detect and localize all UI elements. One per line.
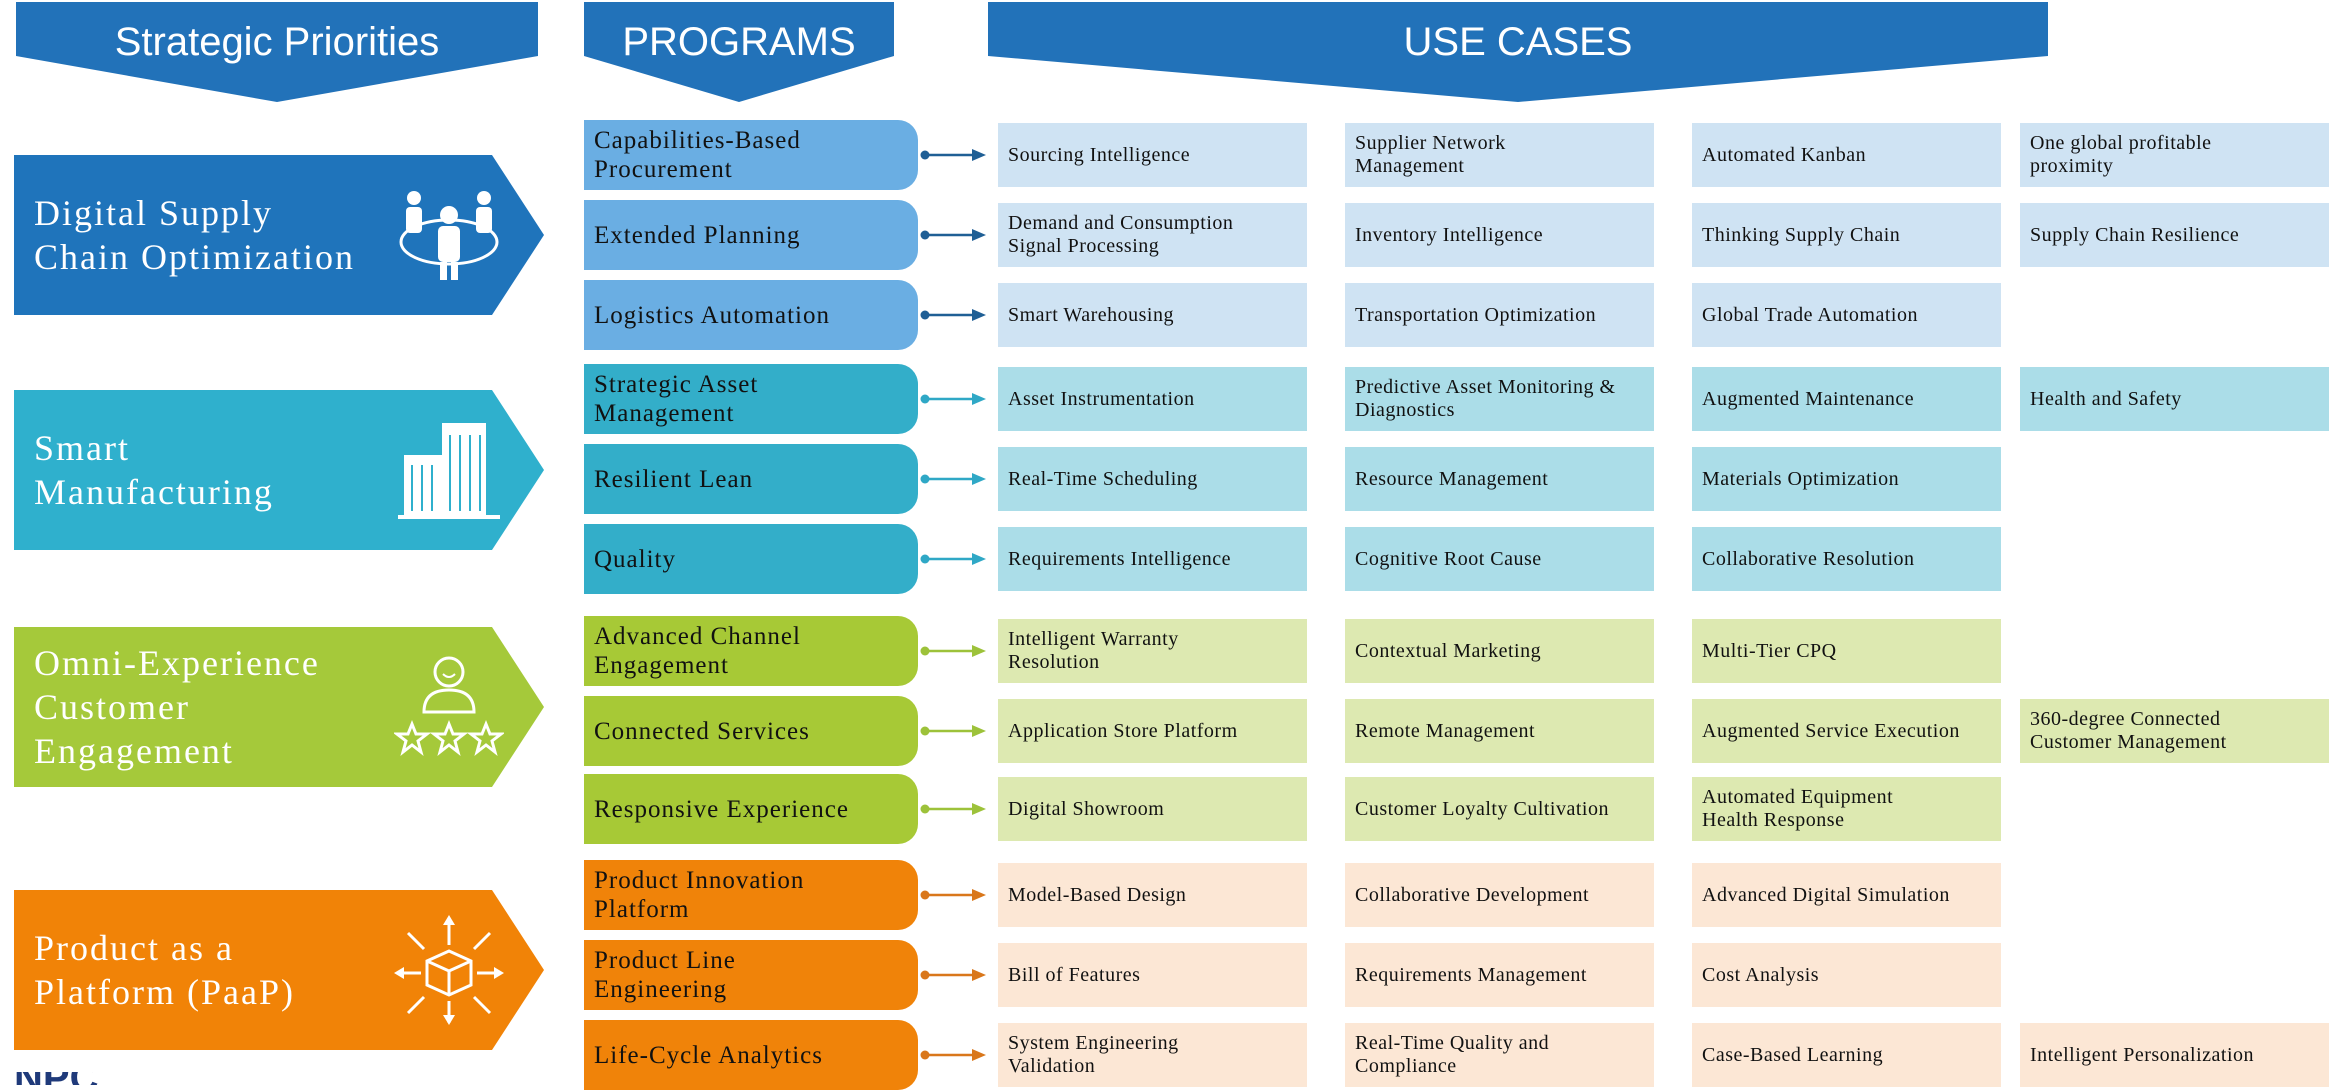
use-case-system-engineering-validation: System Engineering Validation: [998, 1023, 1307, 1087]
header-strategic-priorities: Strategic Priorities: [16, 2, 538, 102]
priority-customer: Omni-Experience Customer Engagement: [14, 627, 544, 787]
use-case-automated-kanban: Automated Kanban: [1692, 123, 2001, 187]
use-case-customer-loyalty-cultivation: Customer Loyalty Cultivation: [1345, 777, 1654, 841]
connector-arrow: [920, 309, 986, 321]
program-advanced-channel-engagement: Advanced Channel Engagement: [584, 616, 918, 686]
program-capabilities-based-procurement: Capabilities-Based Procurement: [584, 120, 918, 190]
use-case-cognitive-root-cause: Cognitive Root Cause: [1345, 527, 1654, 591]
program-logistics-automation: Logistics Automation: [584, 280, 918, 350]
customer-rating-icon: [394, 656, 504, 756]
connector-arrow: [920, 645, 986, 657]
use-case-one-global-profitable-proximity: One global profitable proximity: [2020, 123, 2329, 187]
use-case-predictive-asset-monitoring-diagnostics: Predictive Asset Monitoring & Diagnostic…: [1345, 367, 1654, 431]
use-case-supplier-network-management: Supplier Network Management: [1345, 123, 1654, 187]
use-case-real-time-scheduling: Real-Time Scheduling: [998, 447, 1307, 511]
use-case-smart-warehousing: Smart Warehousing: [998, 283, 1307, 347]
people-network-icon: [399, 191, 499, 280]
use-case-model-based-design: Model-Based Design: [998, 863, 1307, 927]
use-case-augmented-maintenance: Augmented Maintenance: [1692, 367, 2001, 431]
connector-arrow: [920, 803, 986, 815]
factory-building-icon: [398, 423, 500, 519]
use-case-demand-and-consumption-signal-processing: Demand and Consumption Signal Processing: [998, 203, 1307, 267]
header-programs: PROGRAMS: [584, 2, 894, 102]
program-strategic-asset-management: Strategic Asset Management: [584, 364, 918, 434]
use-case-requirements-intelligence: Requirements Intelligence: [998, 527, 1307, 591]
use-case-advanced-digital-simulation: Advanced Digital Simulation: [1692, 863, 2001, 927]
connector-arrow: [920, 1049, 986, 1061]
header-banner-shape: [16, 2, 538, 102]
use-case-asset-instrumentation: Asset Instrumentation: [998, 367, 1307, 431]
use-case-360-degree-connected-customer-management: 360-degree Connected Customer Management: [2020, 699, 2329, 763]
use-case-collaborative-development: Collaborative Development: [1345, 863, 1654, 927]
use-case-sourcing-intelligence: Sourcing Intelligence: [998, 123, 1307, 187]
header-use-cases: USE CASES: [988, 2, 2048, 102]
use-case-contextual-marketing: Contextual Marketing: [1345, 619, 1654, 683]
use-case-health-and-safety: Health and Safety: [2020, 367, 2329, 431]
use-case-cost-analysis: Cost Analysis: [1692, 943, 2001, 1007]
use-case-intelligent-personalization: Intelligent Personalization: [2020, 1023, 2329, 1087]
program-extended-planning: Extended Planning: [584, 200, 918, 270]
use-case-real-time-quality-and-compliance: Real-Time Quality and Compliance: [1345, 1023, 1654, 1087]
program-quality: Quality: [584, 524, 918, 594]
header-label: USE CASES: [1403, 20, 1633, 64]
priority-manufacturing: Smart Manufacturing: [14, 390, 544, 550]
use-case-multi-tier-cpq: Multi-Tier CPQ: [1692, 619, 2001, 683]
program-resilient-lean: Resilient Lean: [584, 444, 918, 514]
header-label: PROGRAMS: [622, 20, 856, 64]
connector-arrow: [920, 393, 986, 405]
use-case-case-based-learning: Case-Based Learning: [1692, 1023, 2001, 1087]
priority-label: Product as a Platform (PaaP): [34, 928, 295, 1012]
use-case-transportation-optimization: Transportation Optimization: [1345, 283, 1654, 347]
connector-arrow: [920, 889, 986, 901]
connector-arrow: [920, 149, 986, 161]
program-product-line-engineering: Product Line Engineering: [584, 940, 918, 1010]
priority-label: Digital Supply Chain Optimization: [34, 193, 355, 277]
priority-product: Product as a Platform (PaaP): [14, 890, 544, 1050]
use-case-augmented-service-execution: Augmented Service Execution: [1692, 699, 2001, 763]
use-case-materials-optimization: Materials Optimization: [1692, 447, 2001, 511]
program-life-cycle-analytics: Life-Cycle Analytics: [584, 1020, 918, 1090]
footer-logo: NPC: [14, 1072, 98, 1085]
use-case-global-trade-automation: Global Trade Automation: [1692, 283, 2001, 347]
connector-arrow: [920, 553, 986, 565]
header-banner-shape: [988, 2, 2048, 102]
use-case-intelligent-warranty-resolution: Intelligent Warranty Resolution: [998, 619, 1307, 683]
program-connected-services: Connected Services: [584, 696, 918, 766]
connector-arrow: [920, 473, 986, 485]
header-banner-shape: [584, 2, 894, 102]
use-case-collaborative-resolution: Collaborative Resolution: [1692, 527, 2001, 591]
use-case-supply-chain-resilience: Supply Chain Resilience: [2020, 203, 2329, 267]
use-case-thinking-supply-chain: Thinking Supply Chain: [1692, 203, 2001, 267]
priority-label: Smart Manufacturing: [34, 428, 274, 512]
program-responsive-experience: Responsive Experience: [584, 774, 918, 844]
use-case-inventory-intelligence: Inventory Intelligence: [1345, 203, 1654, 267]
program-product-innovation-platform: Product Innovation Platform: [584, 860, 918, 930]
connector-arrow: [920, 229, 986, 241]
priority-supply-chain: Digital Supply Chain Optimization: [14, 155, 544, 315]
use-case-application-store-platform: Application Store Platform: [998, 699, 1307, 763]
connector-arrow: [920, 725, 986, 737]
use-case-bill-of-features: Bill of Features: [998, 943, 1307, 1007]
use-case-automated-equipment-health-response: Automated Equipment Health Response: [1692, 777, 2001, 841]
use-case-remote-management: Remote Management: [1345, 699, 1654, 763]
use-case-requirements-management: Requirements Management: [1345, 943, 1654, 1007]
header-label: Strategic Priorities: [114, 20, 440, 64]
use-case-digital-showroom: Digital Showroom: [998, 777, 1307, 841]
product-box-icon: [394, 915, 504, 1025]
connector-arrow: [920, 969, 986, 981]
priority-label: Omni-Experience Customer Engagement: [34, 643, 320, 771]
use-case-resource-management: Resource Management: [1345, 447, 1654, 511]
